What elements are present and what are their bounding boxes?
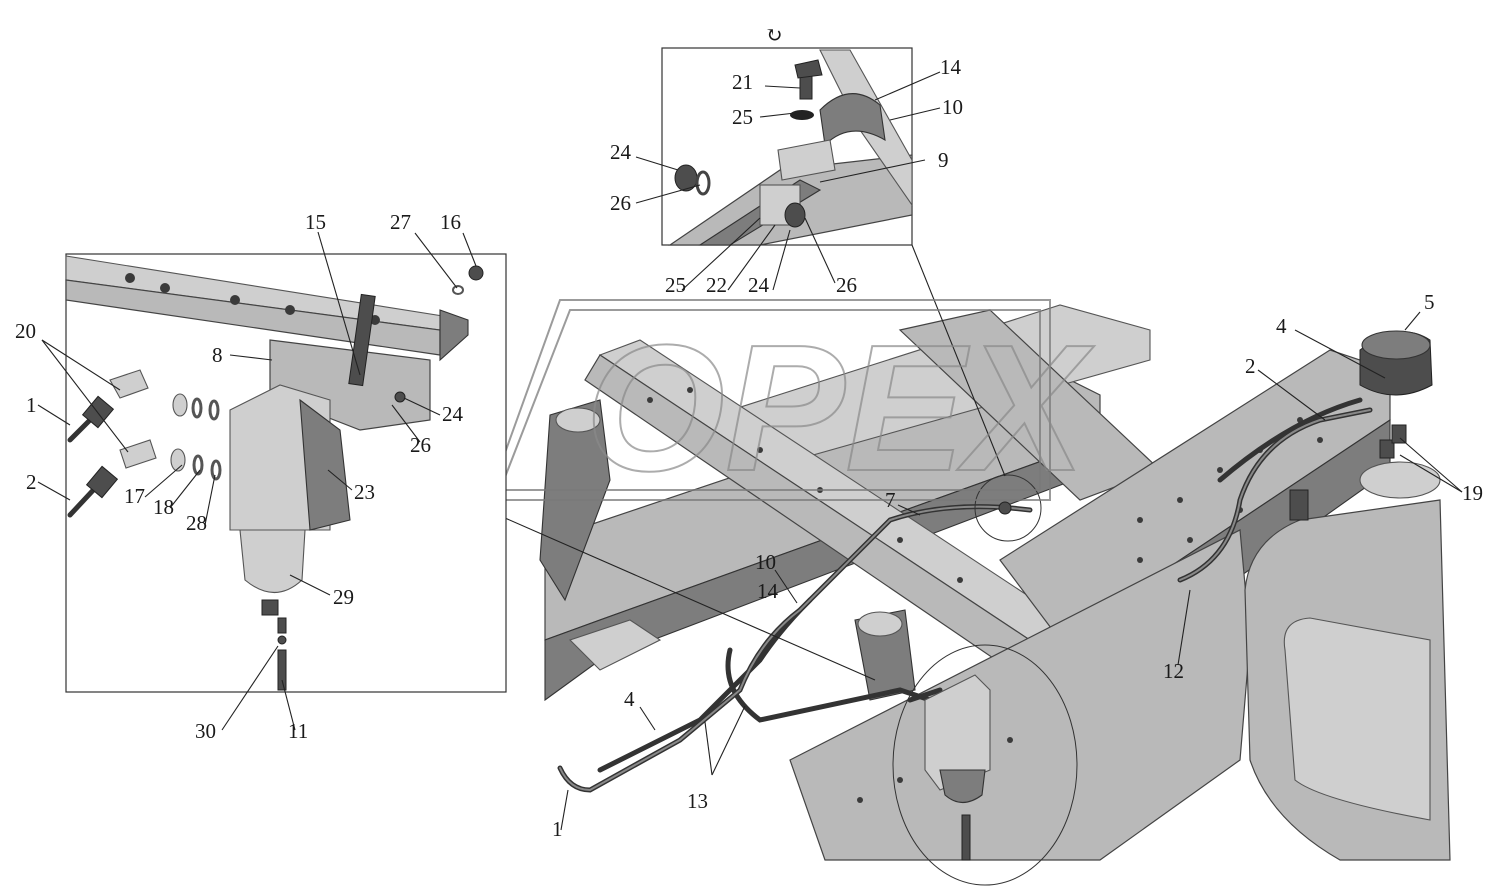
label-25: 25 <box>732 105 753 129</box>
fuel-tank <box>1244 330 1451 861</box>
label-13: 13 <box>687 789 708 813</box>
label-2: 2 <box>1245 354 1256 378</box>
label-26: 26 <box>410 433 431 457</box>
label-24: 24 <box>442 402 464 426</box>
detail-callouts <box>504 244 1078 886</box>
leader-lines <box>37 71 1463 831</box>
label-8: 8 <box>212 343 223 367</box>
label-14: 14 <box>940 55 962 79</box>
label-18: 18 <box>153 495 174 519</box>
label-10: 10 <box>942 95 963 119</box>
label-12: 12 <box>1163 659 1184 683</box>
label-24: 24 <box>748 273 770 297</box>
label-1: 1 <box>26 393 37 417</box>
label-14: 14 <box>757 579 779 603</box>
label-2: 2 <box>26 470 37 494</box>
label-19: 19 <box>1462 481 1483 505</box>
label-1: 1 <box>552 817 563 841</box>
label-23: 23 <box>354 480 375 504</box>
rotation-icon: ↻ <box>765 23 783 47</box>
chassis-frame <box>539 304 1391 861</box>
label-7: 7 <box>885 488 896 512</box>
label-22: 22 <box>706 273 727 297</box>
label-26: 26 <box>836 273 857 297</box>
label-27: 27 <box>390 210 411 234</box>
label-30: 30 <box>195 719 216 743</box>
label-28: 28 <box>186 511 207 535</box>
label-16: 16 <box>440 210 461 234</box>
label-26: 26 <box>610 191 631 215</box>
label-9: 9 <box>938 148 949 172</box>
clamp-detail-inset: ↻ <box>661 23 913 246</box>
label-4: 4 <box>1276 314 1287 338</box>
label-29: 29 <box>333 585 354 609</box>
label-5: 5 <box>1424 290 1435 314</box>
filter-detail-inset <box>65 253 507 693</box>
callout-labels: 21 25 14 10 9 24 26 25 22 24 26 15 27 16… <box>15 55 1483 841</box>
watermark: OPEX <box>486 299 1096 510</box>
label-21: 21 <box>732 70 753 94</box>
label-20: 20 <box>15 319 36 343</box>
label-25: 25 <box>665 273 686 297</box>
svg-text:OPEX: OPEX <box>585 308 1095 509</box>
label-17: 17 <box>124 484 145 508</box>
label-11: 11 <box>288 719 308 743</box>
label-4: 4 <box>624 687 635 711</box>
label-24: 24 <box>610 140 632 164</box>
label-10: 10 <box>755 550 776 574</box>
label-15: 15 <box>305 210 326 234</box>
